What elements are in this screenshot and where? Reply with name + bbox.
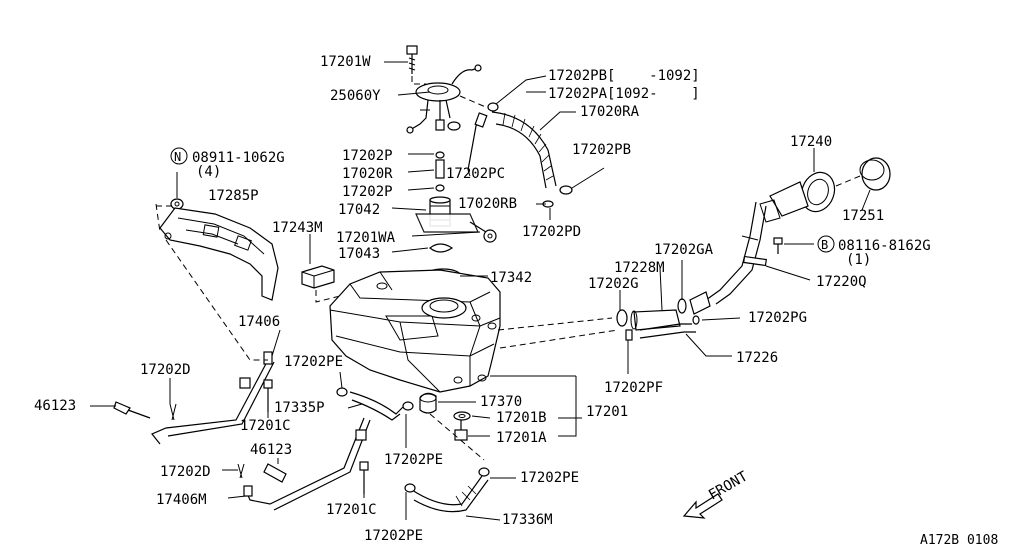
leader-dashed-sponge (315, 290, 341, 303)
bolt-17201C-2 (359, 461, 369, 494)
callout-17201B: 17201B (496, 410, 547, 426)
callout-17370: 17370 (480, 394, 522, 410)
leader-dashed-tank-filler (497, 317, 619, 349)
callout-17020RB: 17020RB (458, 196, 517, 212)
screw-17201W (406, 45, 426, 85)
svg-text:B: B (821, 238, 828, 252)
callout-17201A: 17201A (496, 430, 547, 446)
callout-08911: 08911-1062G (192, 150, 285, 166)
callout-17020RA: 17020RA (580, 104, 640, 120)
callout-17202PB-b: 17202PB (572, 142, 631, 158)
callout-17285P: 17285P (208, 188, 259, 204)
callout-17202P-2: 17202P (342, 184, 393, 200)
callout-17202D-1: 17202D (140, 362, 191, 378)
filler-cap-17251 (859, 157, 891, 191)
leader-lines (90, 61, 871, 521)
callout-17336M: 17336M (502, 512, 553, 528)
pump-hose-group (435, 151, 445, 192)
sponge-17243M (301, 265, 335, 289)
clamp-17202PC (467, 112, 488, 171)
callout-08116-qty: (1) (846, 252, 871, 268)
circle-N-mark: N (170, 147, 188, 165)
callout-17202PE-4: 17202PE (364, 528, 423, 544)
callout-17201WA: 17201WA (336, 230, 396, 246)
leader-dashed-protector (155, 203, 174, 233)
callout-17202PE-2: 17202PE (384, 452, 443, 468)
washer-17201B (453, 411, 471, 421)
front-arrow-icon (682, 493, 723, 519)
callout-17406: 17406 (238, 314, 280, 330)
callout-17202PD: 17202PD (522, 224, 581, 240)
clip-46123-2 (263, 463, 287, 483)
bolt-17201WA (483, 229, 497, 243)
front-label: FRONT (706, 468, 751, 503)
callout-17251: 17251 (842, 208, 884, 224)
callout-17202G: 17202G (588, 276, 639, 292)
callout-17228M: 17228M (614, 260, 665, 276)
callout-17202PG: 17202PG (748, 310, 807, 326)
callout-17202P-1: 17202P (342, 148, 393, 164)
callout-17202D-2: 17202D (160, 464, 211, 480)
callout-17202PA: 17202PA[1092- ] (548, 86, 700, 102)
fuel-pump-17042 (415, 196, 487, 233)
callout-46123-1: 46123 (34, 398, 76, 414)
callout-17042: 17042 (338, 202, 380, 218)
hose-17335P (336, 387, 414, 421)
callout-17201C-1: 17201C (240, 418, 291, 434)
nut-08911 (170, 172, 184, 210)
filler-tube-17220Q (705, 201, 767, 305)
fuel-tank-17201 (329, 269, 501, 393)
leader-dashed-gauge (459, 95, 489, 109)
callout-17201: 17201 (586, 404, 628, 420)
fuel-gauge-unit-25060Y (406, 64, 482, 134)
hose-17228M (616, 309, 681, 331)
filler-neck-17240 (759, 171, 836, 223)
callout-08911-qty: (4) (196, 164, 221, 180)
clip-46123-1 (113, 401, 151, 419)
callout-46123-2: 46123 (250, 442, 292, 458)
band-17406M (243, 417, 371, 511)
clip-17202D-1 (169, 403, 177, 421)
callout-17202PB-a: 17202PB[ -1092] (548, 68, 700, 84)
hose-17020RA (487, 102, 573, 208)
callout-17226: 17226 (736, 350, 778, 366)
callout-17202PE-1: 17202PE (284, 354, 343, 370)
svg-text:N: N (174, 150, 181, 164)
callout-17020R: 17020R (342, 166, 393, 182)
callout-17202PC: 17202PC (446, 166, 505, 182)
protector-17285P (159, 207, 279, 301)
valve-17370 (419, 392, 437, 414)
leader-dashed-bolt (429, 413, 485, 461)
hose-17336M (404, 467, 490, 513)
breather-tube-17226 (625, 315, 700, 341)
leader-dashed-cap (835, 175, 861, 187)
callout-17243M: 17243M (272, 220, 323, 236)
diagram-id: A172B 0108 (920, 533, 998, 548)
callout-25060Y: 25060Y (330, 88, 381, 104)
callout-17202PE-3: 17202PE (520, 470, 579, 486)
callout-17240: 17240 (790, 134, 832, 150)
callout-17220Q: 17220Q (816, 274, 867, 290)
callout-17335P: 17335P (274, 400, 325, 416)
band-17406 (151, 351, 275, 445)
callout-17342: 17342 (490, 270, 532, 286)
callout-17406M: 17406M (156, 492, 207, 508)
bolt-08116 (773, 237, 783, 254)
callout-17043: 17043 (338, 246, 380, 262)
hose-17202GA (677, 291, 711, 315)
filter-17043 (429, 243, 454, 253)
callout-17201C-2: 17201C (326, 502, 377, 518)
callout-08116: 08116-8162G (838, 238, 931, 254)
callout-17201W: 17201W (320, 54, 371, 70)
callout-17202PF: 17202PF (604, 380, 663, 396)
callout-17202GA: 17202GA (654, 242, 714, 258)
clip-17202D-2 (237, 463, 245, 479)
bolt-17201C-1 (263, 379, 273, 412)
circle-B-mark: B (817, 235, 835, 253)
